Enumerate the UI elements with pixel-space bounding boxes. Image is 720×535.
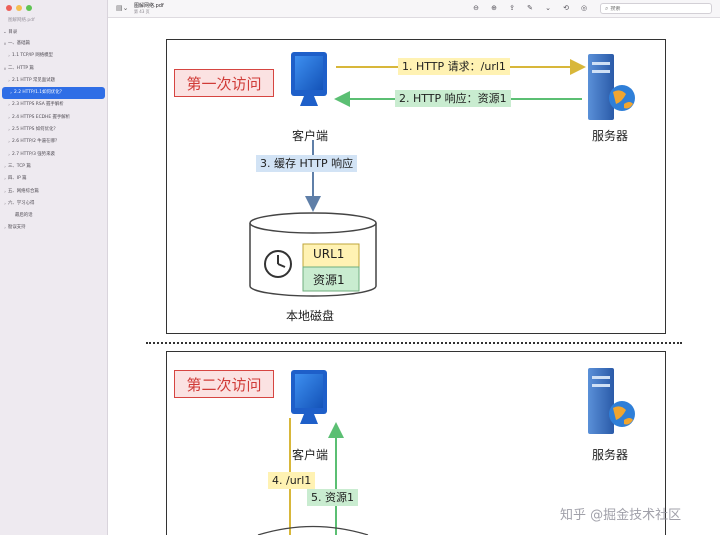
sidebar-item-label: 1.1 TCP/IP 网络模型 (12, 53, 53, 59)
chevron-right-icon[interactable]: › (8, 102, 10, 108)
toolbar-icons: ⊖ ⊕ ⇪ ✎ ⌄ ⟲ ◎ (470, 2, 590, 14)
chevron-right-icon[interactable]: › (4, 225, 6, 231)
search-input[interactable] (610, 5, 701, 12)
sidebar-item-label: 2.1 HTTP 常见面试题 (12, 77, 55, 83)
cache-response-label: 3. 缓存 HTTP 响应 (256, 155, 358, 172)
server-label-2: 服务器 (592, 448, 629, 462)
sidebar-item-label: 2.5 HTTPS 如何优化？ (12, 127, 58, 133)
sidebar-item[interactable]: ›2.1 HTTP 常见面试题 (0, 75, 107, 87)
chevron-right-icon[interactable]: › (8, 127, 10, 133)
sidebar-item[interactable]: ›六、学习心得 (0, 198, 107, 210)
sidebar-item-label: 2.6 HTTP/2 牛逼在哪？ (12, 139, 60, 145)
chevron-right-icon[interactable]: › (8, 139, 10, 145)
server-icon-2 (588, 368, 635, 434)
server-icon (588, 54, 635, 120)
disk-label: 本地磁盘 (286, 309, 335, 323)
sidebar-toggle-icon[interactable]: ▤⌄ (116, 4, 129, 12)
cache-key: URL1 (313, 247, 345, 261)
chevron-right-icon[interactable]: › (4, 188, 6, 194)
search-field[interactable]: ⌕ (600, 3, 712, 14)
search-icon: ⌕ (605, 4, 609, 12)
client-computer-icon (291, 52, 327, 106)
sidebar-item-label: 2.4 HTTPS ECDHE 握手解析 (12, 114, 71, 120)
toc-heading-label: 目录 (8, 30, 18, 35)
sidebar-item-label: 一、基础篇 (8, 41, 30, 46)
minimize-window-button[interactable] (16, 5, 22, 11)
sidebar-item[interactable]: ∨二、HTTP 篇 (0, 63, 107, 75)
chevron-right-icon[interactable]: › (8, 114, 10, 120)
sidebar-item[interactable]: 最后的话 (0, 210, 107, 222)
chevron-right-icon[interactable]: › (4, 163, 6, 169)
sidebar-item-label: 六、学习心得 (8, 200, 35, 206)
toolbar: ▤⌄ 图解网络.pdf 第 43 页 ⊖ ⊕ ⇪ ✎ ⌄ ⟲ ◎ ⌕ (108, 0, 720, 18)
chevron-down-icon[interactable]: ⌄ (545, 4, 551, 12)
share-icon[interactable]: ⇪ (509, 4, 515, 12)
first-visit-title: 第一次访问 (174, 69, 274, 97)
sidebar-item[interactable]: ›2.5 HTTPS 如何优化？ (0, 124, 107, 136)
table-of-contents: ∨一、基础篇›1.1 TCP/IP 网络模型∨二、HTTP 篇›2.1 HTTP… (0, 38, 107, 235)
step4-label: 4. /url1 (268, 472, 316, 489)
chevron-right-icon[interactable]: › (8, 53, 10, 59)
server-label: 服务器 (592, 129, 629, 143)
chevron-right-icon[interactable]: › (4, 176, 6, 182)
http-response-label: 2. HTTP 响应：资源1 (395, 90, 511, 107)
sidebar-item[interactable]: ›2.2 HTTP/1.1如何优化？ (2, 87, 105, 100)
sidebar-item-label: 勘误支持 (8, 225, 26, 231)
sidebar-item[interactable]: ›2.4 HTTPS ECDHE 握手解析 (0, 112, 107, 124)
sidebar-item-label: 五、网络综合篇 (8, 188, 39, 194)
toc-heading[interactable]: ⌄ 目录 (3, 30, 18, 35)
chevron-right-icon[interactable]: › (8, 151, 10, 157)
sidebar-item-label: 四、IP 篇 (8, 176, 27, 182)
window-controls (6, 5, 32, 11)
document-page: 第一次访问 第二次访问 (108, 18, 720, 535)
chevron-right-icon[interactable]: › (4, 200, 6, 206)
sidebar-item-label: 2.2 HTTP/1.1如何优化？ (14, 90, 65, 96)
chevron-down-icon[interactable]: ∨ (3, 65, 7, 71)
document-subtitle: 第 43 页 (134, 9, 150, 14)
client-label: 客户端 (292, 129, 329, 143)
rotate-icon[interactable]: ⟲ (563, 4, 569, 12)
sidebar-item-label: 2.3 HTTPS RSA 握手解析 (12, 102, 64, 108)
sidebar-item[interactable]: ›四、IP 篇 (0, 173, 107, 185)
document-title: 图解网络.pdf (134, 3, 164, 9)
sidebar-item-label: 2.7 HTTP/3 强势来袭 (12, 151, 55, 157)
sidebar-item[interactable]: ›2.3 HTTPS RSA 握手解析 (0, 99, 107, 111)
watermark: 知乎 @掘金技术社区 (560, 508, 682, 523)
zoom-out-icon[interactable]: ⊖ (473, 4, 479, 12)
sidebar-item[interactable]: ›勘误支持 (0, 222, 107, 234)
sidebar-item[interactable]: ›2.7 HTTP/3 强势来袭 (0, 149, 107, 161)
markup-icon[interactable]: ✎ (527, 4, 533, 12)
section-divider (146, 342, 682, 344)
zoom-window-button[interactable] (26, 5, 32, 11)
zoom-in-icon[interactable]: ⊕ (491, 4, 497, 12)
sidebar-item[interactable]: ›2.6 HTTP/2 牛逼在哪？ (0, 136, 107, 148)
sidebar-item[interactable]: ›三、TCP 篇 (0, 161, 107, 173)
diagram-graphics (249, 52, 635, 535)
annotate-icon[interactable]: ◎ (580, 4, 588, 12)
sidebar-file-title: 图解网络.pdf (8, 18, 35, 23)
sidebar: 图解网络.pdf ⌄ 目录 ∨一、基础篇›1.1 TCP/IP 网络模型∨二、H… (0, 0, 108, 535)
close-window-button[interactable] (6, 5, 12, 11)
client-computer-icon-2 (291, 370, 327, 424)
sidebar-item-label: 最后的话 (15, 213, 33, 219)
sidebar-item-label: 三、TCP 篇 (8, 163, 31, 169)
clock-icon (264, 250, 292, 278)
chevron-right-icon[interactable]: › (10, 90, 12, 96)
chevron-down-icon[interactable]: ∨ (3, 41, 7, 46)
second-visit-title: 第二次访问 (174, 370, 274, 398)
chevron-right-icon[interactable]: › (8, 77, 10, 83)
step5-label: 5. 资源1 (307, 489, 358, 506)
sidebar-item-label: 二、HTTP 篇 (8, 65, 34, 71)
client-label-2: 客户端 (292, 448, 329, 462)
sidebar-item[interactable]: ›五、网络综合篇 (0, 186, 107, 198)
sidebar-item[interactable]: ∨一、基础篇 (0, 38, 107, 50)
cache-value: 资源1 (313, 273, 345, 287)
http-request-label: 1. HTTP 请求：/url1 (398, 58, 510, 75)
sidebar-item[interactable]: ›1.1 TCP/IP 网络模型 (0, 50, 107, 62)
